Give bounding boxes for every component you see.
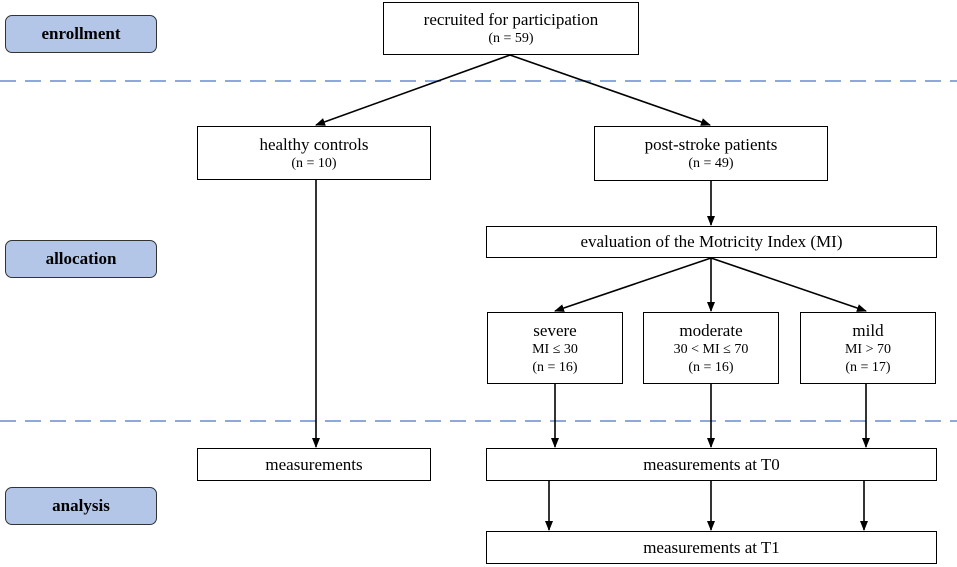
poststroke-box: post-stroke patients (n = 49) (594, 126, 828, 181)
mild-title: mild (852, 320, 884, 340)
severe-box: severe MI ≤ 30 (n = 16) (487, 312, 623, 384)
stage-enrollment: enrollment (5, 15, 157, 53)
poststroke-count: (n = 49) (688, 156, 734, 172)
mild-criterion: MI > 70 (844, 342, 891, 358)
recruited-box: recruited for participation (n = 59) (383, 2, 639, 55)
stage-analysis-label: analysis (52, 496, 110, 515)
mild-box: mild MI > 70 (n = 17) (800, 312, 936, 384)
poststroke-title: post-stroke patients (644, 135, 778, 155)
stage-allocation-label: allocation (45, 249, 117, 268)
healthy-controls-count: (n = 10) (291, 155, 337, 171)
severe-title: severe (533, 320, 577, 340)
arrow-recruited-poststroke (509, 54, 711, 126)
measurements-t0-box: measurements at T0 (486, 448, 937, 481)
stage-allocation: allocation (5, 240, 157, 278)
moderate-criterion: 30 < MI ≤ 70 (673, 342, 749, 358)
arrow-recruited-healthy (315, 54, 511, 126)
moderate-count: (n = 16) (688, 359, 734, 375)
moderate-box: moderate 30 < MI ≤ 70 (n = 16) (643, 312, 779, 384)
severe-count: (n = 16) (532, 359, 578, 375)
measurements-t0-title: measurements at T0 (643, 454, 780, 474)
mi-evaluation-box: evaluation of the Motricity Index (MI) (486, 226, 937, 258)
mi-evaluation-title: evaluation of the Motricity Index (MI) (580, 232, 843, 252)
stage-enrollment-label: enrollment (41, 24, 121, 43)
healthy-controls-box: healthy controls (n = 10) (197, 126, 431, 180)
measurements-box: measurements (197, 448, 431, 481)
measurements-t1-box: measurements at T1 (486, 531, 937, 564)
arrow-mi-mild (710, 257, 867, 312)
stage-analysis: analysis (5, 487, 157, 525)
measurements-title: measurements (265, 454, 363, 474)
severe-criterion: MI ≤ 30 (532, 342, 578, 358)
recruited-count: (n = 59) (488, 31, 534, 47)
healthy-controls-title: healthy controls (259, 134, 369, 154)
mild-count: (n = 17) (845, 359, 891, 375)
arrow-mi-severe (554, 257, 712, 312)
measurements-t1-title: measurements at T1 (643, 537, 780, 557)
recruited-title: recruited for participation (423, 10, 599, 30)
moderate-title: moderate (679, 320, 743, 340)
